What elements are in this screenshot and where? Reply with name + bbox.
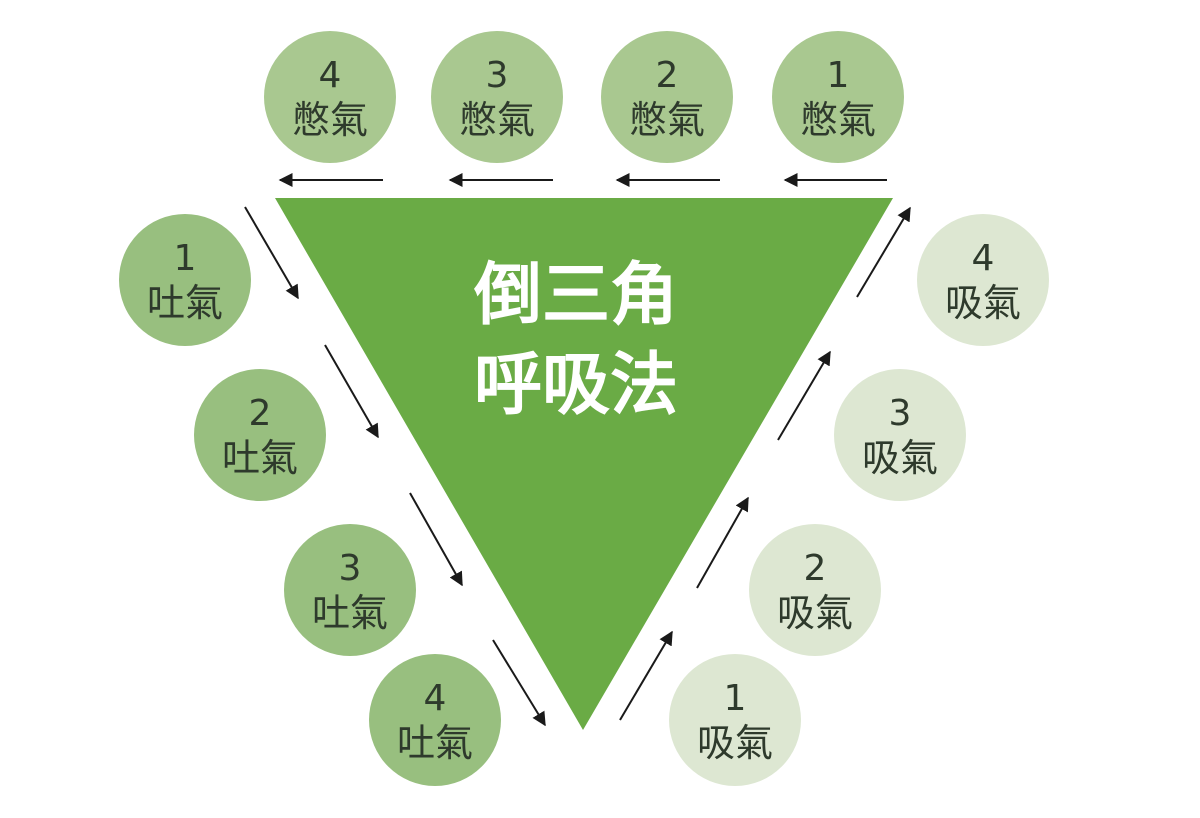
step-number: 1 [827,55,850,96]
step-circle [917,214,1049,346]
step-number: 2 [656,55,679,96]
step-label: 吐氣 [397,721,473,765]
flow-arrow [696,496,749,589]
step-circle [284,524,416,656]
step-number: 2 [804,548,827,589]
step-circle [264,31,396,163]
inhale-step-4: 4吸氣 [917,214,1049,346]
flow-arrow [777,350,831,441]
step-circle [749,524,881,656]
step-number: 4 [424,678,447,719]
step-circle [431,31,563,163]
step-label: 吸氣 [777,591,853,635]
step-label: 吸氣 [945,281,1021,325]
inverted-triangle [275,198,893,730]
hold-step-3: 3憋氣 [431,31,563,163]
step-number: 3 [339,548,362,589]
flow-arrow [619,630,673,721]
flow-arrow [409,492,463,587]
title-line-2: 呼吸法 [474,346,678,425]
step-number: 2 [249,393,272,434]
hold-step-2: 2憋氣 [601,31,733,163]
step-label: 吐氣 [147,281,223,325]
step-number: 1 [724,678,747,719]
inhale-step-2: 2吸氣 [749,524,881,656]
title-line-1: 倒三角 [473,256,678,335]
exhale-step-1: 1吐氣 [119,214,251,346]
step-label: 吐氣 [312,591,388,635]
flow-arrow [244,206,299,300]
flow-arrow [324,344,379,439]
step-circle [369,654,501,786]
step-label: 憋氣 [459,98,535,142]
step-circle [119,214,251,346]
step-label: 憋氣 [629,98,705,142]
step-circle [194,369,326,501]
exhale-step-2: 2吐氣 [194,369,326,501]
step-number: 3 [486,55,509,96]
flow-arrow [856,206,911,298]
step-number: 3 [889,393,912,434]
step-number: 4 [972,238,995,279]
step-circle [772,31,904,163]
step-label: 吸氣 [862,436,938,480]
hold-step-1: 1憋氣 [772,31,904,163]
exhale-step-4: 4吐氣 [369,654,501,786]
step-label: 吐氣 [222,436,298,480]
step-label: 憋氣 [800,98,876,142]
inhale-step-1: 1吸氣 [669,654,801,786]
step-number: 1 [174,238,197,279]
flow-arrow [492,639,546,727]
step-number: 4 [319,55,342,96]
step-circle [601,31,733,163]
step-label: 吸氣 [697,721,773,765]
exhale-step-3: 3吐氣 [284,524,416,656]
step-circle [669,654,801,786]
step-circle [834,369,966,501]
inhale-step-3: 3吸氣 [834,369,966,501]
hold-step-4: 4憋氣 [264,31,396,163]
step-label: 憋氣 [292,98,368,142]
